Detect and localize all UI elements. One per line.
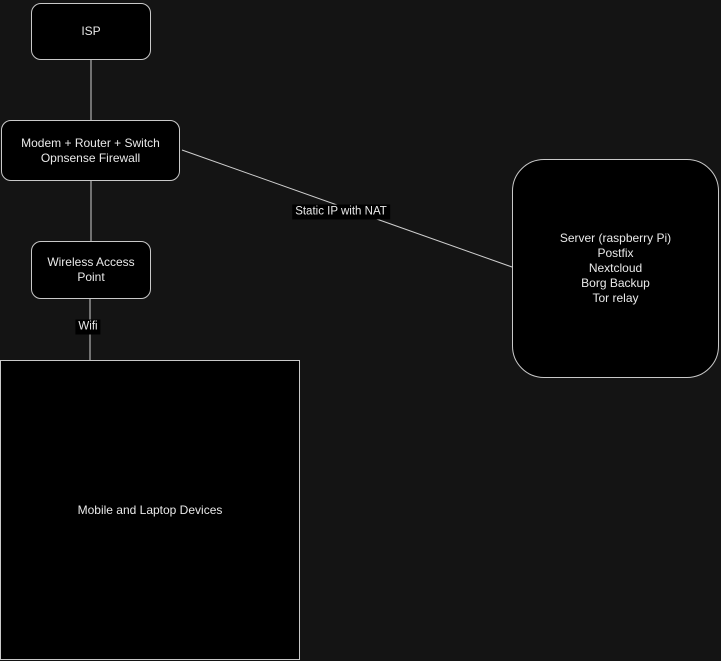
node-server-label-line1: Server (raspberry Pi) [559, 231, 672, 245]
node-modem-label-line1: Modem + Router + Switch [21, 135, 160, 150]
node-devices-label: Mobile and Laptop Devices [77, 502, 223, 517]
node-wap-label: Wireless Access Point [47, 255, 135, 284]
node-modem-router-firewall: Modem + Router + Switch Opnsense Firewal… [1, 120, 180, 181]
node-modem-label-line2: Opnsense Firewall [40, 150, 141, 165]
edge-label-static-ip-with-nat: Static IP with NAT [292, 204, 390, 220]
node-server-label-line3: Nextcloud [588, 261, 643, 275]
node-server-label-line5: Tor relay [592, 291, 639, 305]
node-server-raspberry-pi: Server (raspberry Pi) Postfix Nextcloud … [512, 159, 719, 378]
node-server-label-line4: Borg Backup [581, 276, 650, 290]
edge-label-wifi: Wifi [75, 319, 101, 335]
node-mobile-laptop-devices: Mobile and Laptop Devices [0, 360, 300, 660]
node-isp-label: ISP [81, 24, 101, 38]
node-isp: ISP [31, 3, 151, 60]
node-server-label-line2: Postfix [597, 246, 634, 260]
node-wireless-access-point: Wireless Access Point [31, 241, 151, 299]
